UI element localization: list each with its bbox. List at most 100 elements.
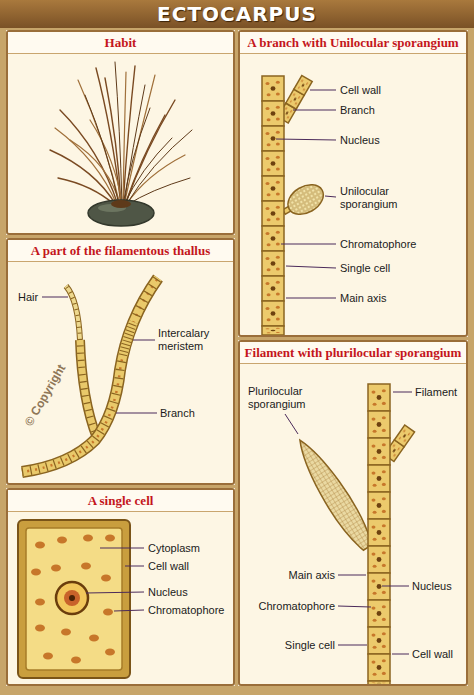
unilocular-branch: [262, 201, 284, 226]
single-cell: [69, 595, 75, 601]
panel-heading: A single cell: [8, 490, 233, 512]
plurilocular-filament: [368, 411, 390, 438]
panel-ground: [6, 30, 468, 686]
plurilocular-filament: [368, 384, 390, 411]
part-label: Cytoplasm: [148, 542, 200, 555]
habit-tuft: [85, 95, 119, 205]
habit-rock: [88, 200, 154, 226]
leader-line: [100, 548, 144, 549]
part-label: Chromatophore: [340, 238, 416, 251]
plurilocular-filament: [290, 434, 378, 554]
single-cell: [71, 657, 81, 664]
leader-line: [125, 566, 144, 567]
habit-tuft: [115, 62, 122, 205]
habit-tuft: [126, 130, 192, 205]
plurilocular-filament: [368, 438, 390, 465]
single-cell: [105, 649, 115, 656]
unilocular-branch: [294, 75, 312, 95]
leader-line: [338, 575, 366, 576]
filamentous-thallus: [80, 340, 97, 438]
part-label: Cell wall: [148, 560, 189, 573]
plurilocular-filament: [290, 434, 378, 554]
part-label: Nucleus: [148, 586, 188, 599]
plurilocular-filament: [368, 600, 390, 627]
leader-line: [293, 110, 336, 111]
leader-line: [42, 297, 68, 298]
unilocular-branch: [262, 226, 284, 251]
habit-rock: [88, 200, 154, 226]
habit-tuft: [90, 120, 122, 205]
leader-line: [286, 298, 336, 299]
single-cell: [83, 535, 93, 542]
habit-tuft: [70, 140, 120, 205]
leader-line: [114, 610, 144, 611]
panel: Habit: [6, 30, 235, 235]
habit-tuft: [124, 138, 172, 205]
leader-line: [382, 586, 409, 587]
unilocular-branch: [262, 75, 329, 335]
unilocular-branch: [262, 176, 284, 201]
single-cell: [31, 569, 41, 576]
panel-ground: [238, 30, 468, 337]
leader-line: [338, 645, 367, 646]
panel-ground: [6, 238, 235, 485]
filamentous-thallus: [80, 340, 97, 438]
unilocular-branch: [262, 151, 284, 176]
part-label: Chromatophore: [148, 604, 224, 617]
part-label: Hair: [18, 291, 38, 304]
unilocular-branch: [262, 101, 284, 126]
leader-line: [325, 196, 336, 197]
plurilocular-filament: [368, 492, 390, 519]
unilocular-branch: [262, 76, 284, 101]
single-cell: [81, 563, 91, 570]
habit-tuft: [55, 128, 117, 205]
single-cell: [31, 535, 115, 664]
leader-line: [310, 90, 336, 91]
filamentous-thallus: [66, 286, 80, 340]
part-label: Intercalary meristem: [158, 327, 232, 353]
panel-heading: A branch with Unilocular sporangium: [240, 32, 466, 54]
leader-line: [86, 592, 144, 593]
part-label: Cell wall: [412, 648, 453, 661]
panel-ground: [6, 488, 235, 686]
filamentous-thallus: [66, 286, 80, 340]
panel-ground: [238, 340, 468, 686]
leader-line: [281, 244, 336, 245]
unilocular-branch: [283, 179, 329, 221]
single-cell: [35, 625, 45, 632]
single-cell: [56, 582, 88, 614]
single-cell: [43, 653, 53, 660]
habit-tuft: [85, 62, 192, 205]
habit-tuft: [123, 72, 126, 205]
filamentous-thallus: [80, 340, 97, 438]
leader-line: [392, 654, 409, 655]
habit-tuft: [123, 108, 150, 205]
habit-tuft: [50, 66, 175, 205]
part-label: Cell wall: [340, 84, 381, 97]
single-cell: [89, 635, 99, 642]
single-cell: [18, 520, 130, 678]
unilocular-branch: [262, 301, 284, 326]
plurilocular-filament: [368, 465, 390, 492]
unilocular-branch: [262, 276, 284, 301]
plurilocular-filament: [368, 519, 390, 546]
plurilocular-filament: [368, 654, 390, 681]
filamentous-thallus: [123, 322, 134, 355]
part-label: Nucleus: [412, 580, 452, 593]
single-cell: [18, 520, 130, 678]
panel: A branch with Unilocular sporangium: [238, 30, 468, 337]
habit-rock: [111, 200, 131, 208]
part-label: Single cell: [285, 639, 335, 652]
leader-line: [116, 413, 157, 414]
single-cell: [35, 599, 45, 606]
part-label: Filament: [415, 386, 457, 399]
plurilocular-filament: [368, 546, 390, 573]
leader-line: [276, 139, 336, 140]
part-label: Main axis: [289, 569, 335, 582]
single-cell: [103, 609, 113, 616]
part-label: Branch: [340, 104, 375, 117]
filamentous-thallus: [123, 322, 134, 355]
unilocular-branch: [278, 179, 329, 224]
part-label: Unilocular sporangium: [340, 185, 420, 211]
filamentous-thallus: [22, 278, 158, 472]
